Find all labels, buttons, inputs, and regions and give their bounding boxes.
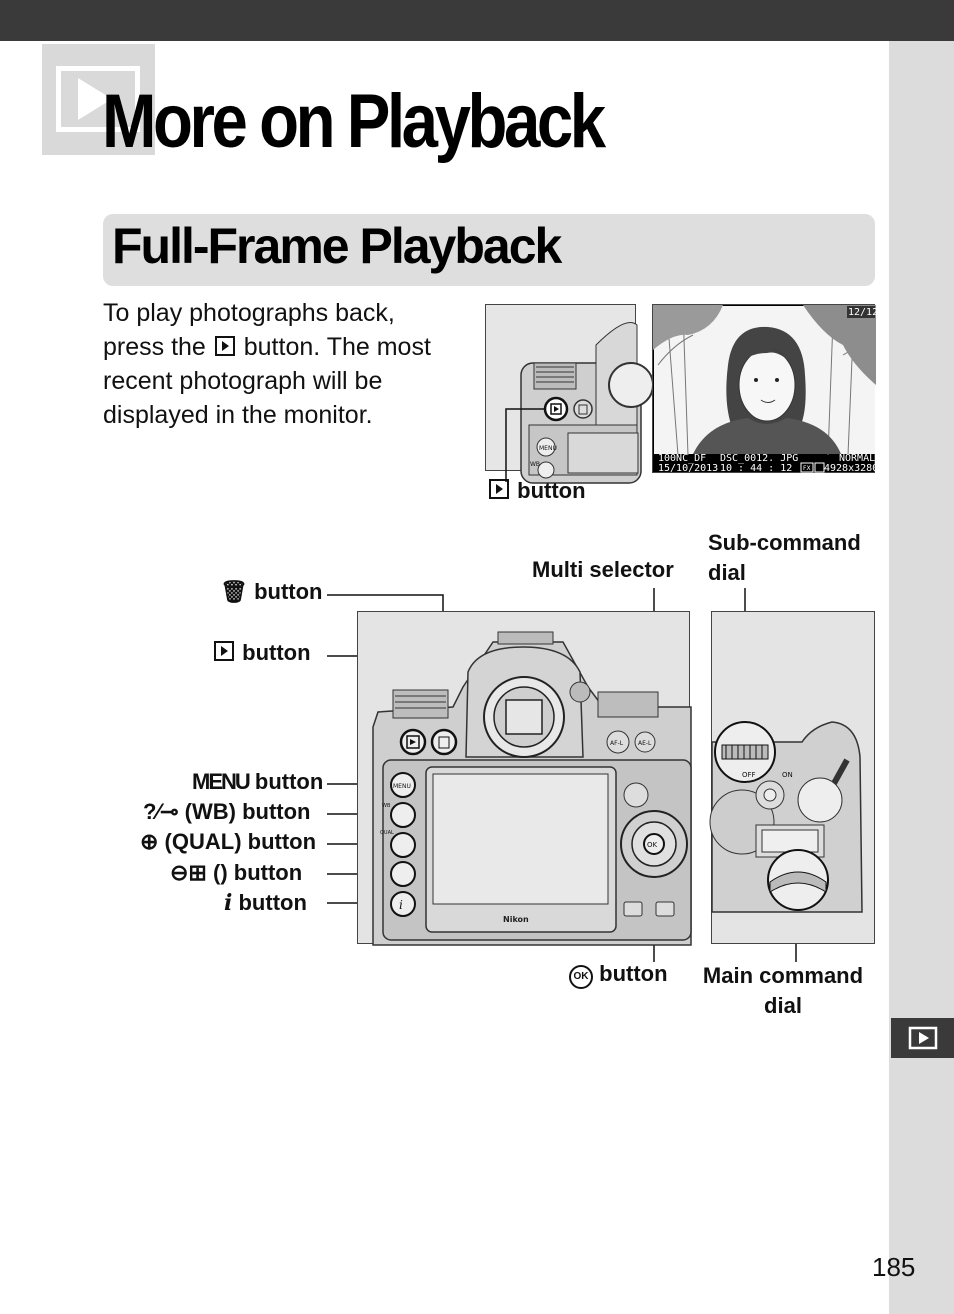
intro-paragraph: To play photographs back, press the butt… [103, 299, 431, 429]
svg-text:OK: OK [647, 841, 658, 849]
help-key-icon: ?⁄⊸ [143, 799, 179, 824]
trash-icon: 🗑 [220, 579, 248, 604]
info-button-label: i button [224, 890, 307, 916]
camera-top-panel-diagram: OFF ON [709, 611, 875, 944]
multi-selector-label: Multi selector [532, 557, 674, 582]
play-icon [489, 479, 509, 499]
camera-top-detail: MENU WB [485, 304, 654, 484]
playback-tab[interactable] [891, 1018, 954, 1058]
playback-icon [908, 1026, 937, 1050]
top-bar [0, 0, 954, 41]
zoom-in-button-label: ⊕ (QUAL) button [140, 829, 317, 854]
camera-back-diagram: AF-L AE-L Nikon MENU WB QUAL i OK [357, 611, 692, 946]
svg-text:MENU: MENU [539, 445, 557, 452]
zoom-in-icon: ⊕ [140, 829, 159, 854]
svg-text:DSC_0012. JPG: DSC_0012. JPG [720, 453, 798, 464]
page-number: 185 [872, 1252, 916, 1282]
svg-text:MENU: MENU [393, 783, 411, 790]
info-icon: i [224, 890, 233, 916]
svg-text:AE-L: AE-L [638, 740, 652, 747]
chapter-playback-icon [42, 44, 155, 155]
zoom-out-button-label: ⊖⊞ () button [170, 860, 303, 885]
chapter-sidebar [889, 41, 954, 1314]
svg-text:WB: WB [382, 803, 391, 809]
svg-text:WB: WB [530, 461, 540, 468]
svg-text:NORMAL: NORMAL [839, 453, 875, 464]
ok-icon: OK [569, 965, 593, 989]
svg-text:QUAL: QUAL [380, 830, 394, 836]
svg-text:Nikon: Nikon [503, 915, 529, 924]
help-button-label: ?⁄⊸ (WB) button [143, 799, 311, 824]
chapter-title: More on Playback [102, 79, 606, 164]
svg-text:100NC_DF: 100NC_DF [658, 453, 706, 464]
svg-text:10 : 44 : 12: 10 : 44 : 12 [720, 463, 792, 474]
svg-text:AF-L: AF-L [610, 740, 624, 747]
zoom-out-icon: ⊖⊞ [170, 860, 207, 885]
svg-text:i: i [399, 898, 403, 912]
menu-icon: MENU [192, 769, 251, 794]
svg-text:15/10/2013: 15/10/2013 [658, 463, 718, 474]
play-icon [214, 641, 234, 661]
section-title: Full-Frame Playback [112, 218, 562, 274]
svg-text:4928x3280: 4928x3280 [824, 463, 878, 474]
delete-button-label: 🗑 button [220, 579, 323, 604]
svg-text:OFF: OFF [742, 771, 756, 779]
play-button-label: button [212, 640, 311, 666]
svg-text:ON: ON [782, 771, 793, 779]
play-button-label-top: button [487, 478, 586, 504]
menu-button-label: MENU button [192, 769, 324, 794]
play-icon [214, 336, 235, 356]
monitor-playback-image: 12/12 100NC_DF DSC_0012. JPG NORMAL 15/1… [652, 304, 878, 474]
section-band [103, 214, 875, 286]
ok-button-label: OK button [569, 961, 668, 989]
svg-text:12/12: 12/12 [848, 307, 878, 318]
svg-text:FX: FX [803, 465, 811, 472]
